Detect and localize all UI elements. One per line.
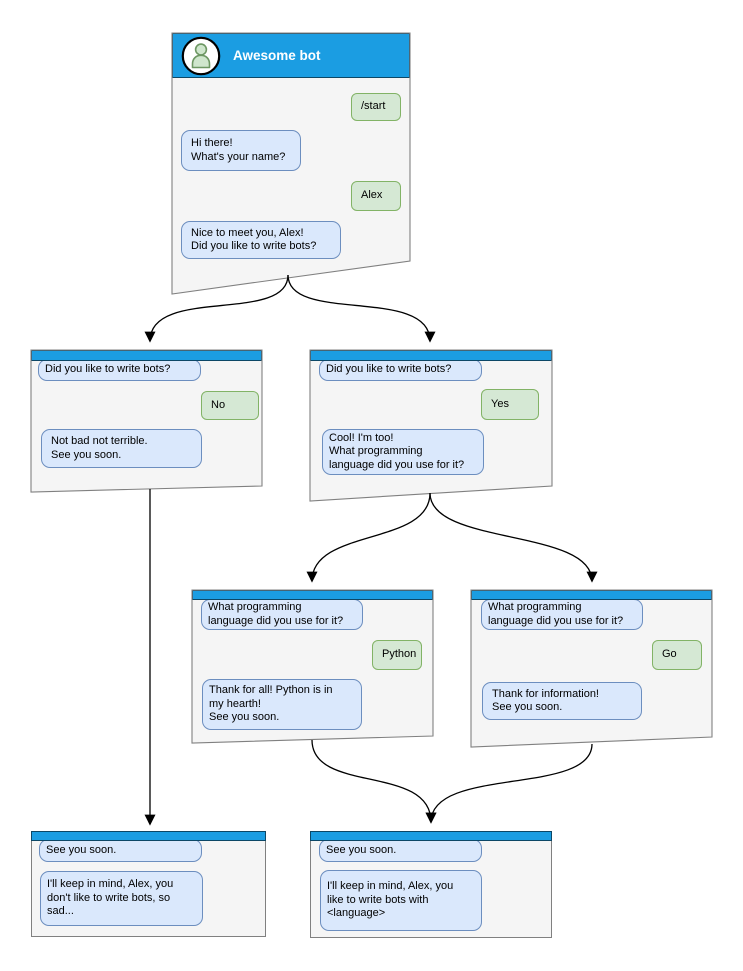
- message-text: Thank for all! Python is in my hearth! S…: [209, 684, 333, 724]
- bot-message-bubble: Did you like to write bots?: [38, 359, 201, 381]
- bot-message-bubble: See you soon.: [319, 839, 482, 862]
- bot-message-bubble: Nice to meet you, Alex! Did you like to …: [181, 221, 341, 259]
- connector-main-to-yes: [287, 274, 436, 343]
- bot-message-bubble: Thank for all! Python is in my hearth! S…: [202, 679, 362, 730]
- user-message-bubble: /start: [351, 93, 401, 121]
- message-text: See you soon.: [46, 843, 117, 856]
- chat-window-main: Awesome bot /start Hi there! What's your…: [172, 33, 410, 294]
- bot-avatar-icon: [181, 36, 221, 75]
- chat-window-end-no: See you soon. I'll keep in mind, Alex, y…: [31, 831, 266, 937]
- user-message-bubble: Alex: [351, 181, 401, 211]
- message-text: I'll keep in mind, Alex, you like to wri…: [327, 880, 454, 920]
- user-message-bubble: Go: [652, 640, 702, 670]
- connector-python-to-end: [311, 739, 437, 824]
- bot-message-bubble: I'll keep in mind, Alex, you like to wri…: [320, 870, 482, 931]
- chat-window-end-yes: See you soon. I'll keep in mind, Alex, y…: [310, 831, 552, 938]
- window-header: [471, 590, 712, 600]
- chat-window-branch-no: Did you like to write bots? No Not bad n…: [31, 350, 262, 492]
- window-header: [192, 590, 433, 600]
- connector-go-to-end: [425, 743, 593, 824]
- window-header: [31, 831, 266, 841]
- message-text: Python: [382, 648, 417, 661]
- message-text: Thank for information! See you soon.: [492, 687, 599, 713]
- bot-message-bubble: What programming language did you use fo…: [481, 599, 643, 630]
- message-text: /start: [361, 100, 386, 113]
- bot-message-bubble: See you soon.: [39, 839, 202, 862]
- window-header: [310, 831, 552, 841]
- user-message-bubble: Python: [372, 640, 422, 670]
- bot-message-bubble: Did you like to write bots?: [319, 359, 482, 381]
- message-text: No: [211, 398, 226, 411]
- user-message-bubble: Yes: [481, 389, 539, 420]
- chat-window-branch-go: What programming language did you use fo…: [471, 590, 712, 747]
- bot-message-bubble: I'll keep in mind, Alex, you don't like …: [40, 871, 203, 926]
- chat-window-branch-python: What programming language did you use fo…: [192, 590, 433, 743]
- message-text: Not bad not terrible. See you soon.: [51, 435, 148, 461]
- message-text: Go: [662, 648, 677, 661]
- bot-message-bubble: Thank for information! See you soon.: [482, 682, 642, 720]
- bot-message-bubble: Hi there! What's your name?: [181, 130, 301, 171]
- message-text: See you soon.: [326, 843, 397, 856]
- connector-yes-to-python: [306, 492, 431, 583]
- window-title: Awesome bot: [233, 48, 321, 63]
- window-header: [31, 350, 262, 361]
- message-text: Nice to meet you, Alex! Did you like to …: [191, 226, 317, 252]
- message-text: Cool! I'm too! What programming language…: [329, 431, 465, 471]
- message-text: Yes: [491, 397, 509, 410]
- message-text: What programming language did you use fo…: [208, 601, 344, 627]
- window-header: [310, 350, 552, 361]
- user-message-bubble: No: [201, 391, 259, 420]
- connector-yes-to-go: [429, 492, 598, 583]
- message-text: I'll keep in mind, Alex, you don't like …: [47, 878, 174, 918]
- window-header: Awesome bot: [172, 33, 410, 78]
- message-text: Did you like to write bots?: [326, 363, 452, 376]
- bot-message-bubble: What programming language did you use fo…: [201, 599, 363, 630]
- bot-message-bubble: Not bad not terrible. See you soon.: [41, 429, 202, 468]
- message-text: Did you like to write bots?: [45, 363, 171, 376]
- message-text: Alex: [361, 189, 383, 202]
- chat-window-branch-yes: Did you like to write bots? Yes Cool! I'…: [310, 350, 552, 501]
- bot-message-bubble: Cool! I'm too! What programming language…: [322, 429, 484, 475]
- message-text: What programming language did you use fo…: [488, 601, 624, 627]
- message-text: Hi there! What's your name?: [191, 137, 286, 163]
